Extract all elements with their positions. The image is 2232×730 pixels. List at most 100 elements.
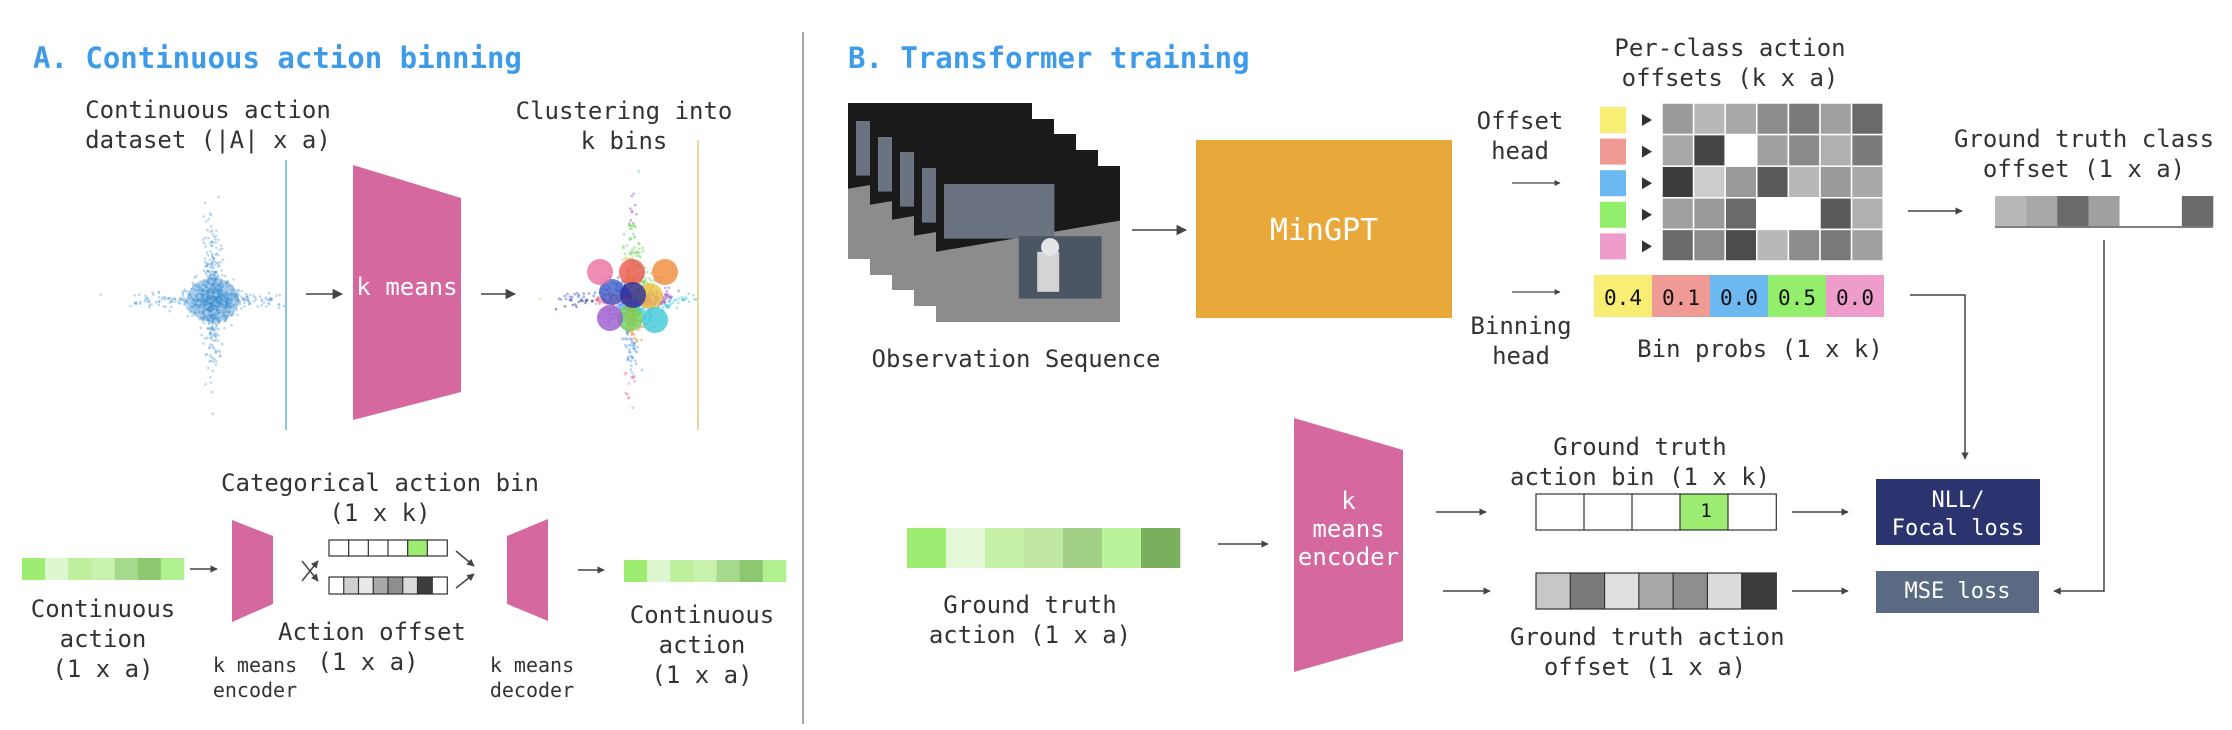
scatter-point: [203, 299, 206, 303]
scatter-point: [207, 301, 210, 305]
scatter-point: [210, 321, 214, 324]
cluster-point: [633, 341, 636, 345]
scatter-point: [218, 284, 221, 287]
scatter-point: [211, 285, 215, 288]
scatter-point: [212, 256, 216, 260]
scatter-point: [187, 293, 190, 297]
cluster-point: [632, 347, 635, 350]
cluster-point: [663, 301, 667, 305]
cluster-point: [641, 280, 645, 284]
cluster-point: [618, 305, 622, 309]
scatter-point: [219, 299, 222, 303]
scatter-point: [232, 278, 235, 281]
gt-action-cell: [1063, 528, 1103, 568]
scatter-point: [173, 297, 177, 301]
class-swatch: [1600, 233, 1626, 260]
scatter-point: [210, 337, 213, 340]
scatter-point: [210, 266, 214, 270]
scatter-point: [197, 310, 201, 313]
cat-bin-cell: [348, 539, 370, 557]
scatter-point: [202, 299, 205, 303]
scatter-point: [173, 297, 177, 301]
cluster-point: [664, 304, 668, 307]
arrow-gtclass-to-mse: [2053, 240, 2105, 595]
scatter-point: [154, 300, 158, 304]
scatter-point: [218, 303, 221, 306]
scatter-point: [167, 296, 170, 300]
scatter-point: [209, 319, 213, 322]
scatter-point: [201, 294, 205, 298]
scatter-point: [217, 304, 220, 308]
scatter-point: [151, 291, 154, 295]
scatter-point: [211, 304, 214, 307]
cluster-point: [587, 292, 591, 295]
cluster-point: [629, 359, 633, 363]
offset-cell: [1787, 197, 1821, 231]
cluster-point: [576, 295, 580, 299]
scatter-point: [209, 328, 212, 332]
gt-action-offset-strip: [1535, 572, 1777, 610]
scatter-point: [211, 327, 214, 330]
scatter-point: [211, 321, 215, 325]
scatter-point: [214, 278, 217, 282]
scatter-point: [213, 276, 216, 280]
kmeans-trapezoid: [353, 165, 461, 420]
scatter-point: [207, 309, 210, 312]
scatter-point: [202, 283, 205, 287]
cluster-point: [667, 299, 671, 303]
cluster-point: [631, 344, 635, 347]
scatter-point: [199, 292, 202, 296]
cluster-point: [636, 345, 639, 349]
cluster-point: [585, 298, 589, 302]
cluster-point: [627, 350, 631, 354]
scatter-point: [211, 308, 214, 311]
offset-cell: [1787, 165, 1821, 199]
scatter-point: [218, 289, 222, 293]
cluster-point: [665, 305, 669, 309]
cluster-point: [693, 298, 696, 301]
cluster-point: [564, 297, 568, 301]
cluster-point: [625, 337, 629, 341]
cluster-point: [630, 210, 634, 214]
scatter-point: [193, 283, 196, 286]
cluster-point: [628, 348, 631, 351]
scatter-point: [194, 300, 197, 304]
cluster-point: [623, 252, 627, 256]
scatter-point: [225, 290, 228, 293]
offset-cell: [402, 576, 419, 595]
scatter-point: [184, 297, 187, 301]
scatter-point: [203, 304, 207, 307]
scatter-point: [207, 312, 211, 315]
offset-cell: [1850, 165, 1884, 199]
scatter-point: [224, 318, 228, 321]
scatter-point: [215, 277, 218, 281]
scatter-point: [217, 296, 221, 299]
cluster-point: [676, 301, 680, 305]
scatter-point: [211, 390, 214, 394]
scatter-point: [204, 300, 207, 303]
scatter-point: [218, 295, 221, 298]
scatter-point: [194, 303, 198, 307]
scatter-point: [215, 291, 219, 295]
scatter-point: [207, 308, 211, 312]
action-offset-strip: [328, 576, 448, 595]
scatter-point: [210, 314, 214, 317]
cluster-point: [631, 250, 634, 254]
scatter-point: [219, 302, 223, 306]
scatter-point: [232, 304, 236, 307]
scatter-point: [217, 321, 221, 325]
scatter-point: [209, 376, 212, 379]
scatter-point: [182, 297, 185, 300]
cluster-point: [627, 344, 631, 347]
scatter-point: [210, 254, 214, 258]
scatter-point: [168, 301, 172, 305]
cluster-point: [626, 358, 630, 361]
scatter-point: [215, 297, 218, 301]
kmeans-encoder-big: [1294, 418, 1403, 672]
cluster-point: [593, 291, 597, 295]
cluster-point: [643, 308, 646, 312]
scatter-point: [210, 292, 214, 295]
scatter-point: [218, 296, 221, 299]
scatter-point: [186, 308, 190, 311]
class-swatch: [1600, 138, 1626, 165]
